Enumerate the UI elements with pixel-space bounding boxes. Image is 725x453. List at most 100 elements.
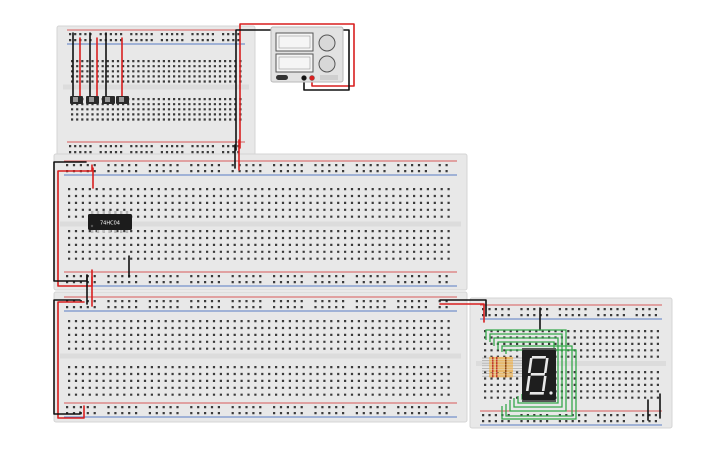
wire-bottom-to-right-black[interactable] [439,299,487,317]
switch-toggle-4[interactable] [119,97,124,102]
resistor-band [505,359,507,362]
hole-row [71,75,242,78]
wire-segment-2[interactable] [489,333,563,408]
hole-row [71,108,242,111]
resistor-band [496,356,498,360]
breadboard-bottom[interactable] [53,291,468,423]
resistor-8[interactable] [489,375,513,378]
segment-a [531,356,546,359]
hole-row [68,320,450,323]
ic-pin [108,230,111,233]
wire-bottom-left-black[interactable] [53,299,81,415]
ic-pin [120,230,123,233]
current-knob[interactable] [318,55,336,73]
hole-row [68,188,450,191]
supply-terminal-negative[interactable] [301,75,307,81]
hole-row [71,113,242,116]
segment-g [530,373,545,376]
supply-display-voltage [275,32,314,52]
wire-segment-6[interactable] [501,349,577,420]
wire-bottom-left-red[interactable] [57,301,85,419]
resistor-5[interactable] [489,367,513,370]
ic-pin [96,230,100,233]
ic-body [88,214,132,230]
wire-segment-1[interactable] [485,329,567,412]
hole-row [68,194,450,198]
hole-row [71,70,242,73]
segment-d [529,392,544,395]
hole-row [68,340,450,343]
display-pins-bottom [522,400,556,402]
hole-row [71,80,242,83]
hole-row [71,118,242,121]
breadboard-top-left[interactable] [56,25,256,157]
ic-pin [114,211,117,214]
ic-pin [102,230,105,233]
resistor-band [492,362,494,365]
resistor-band [496,372,498,375]
hole-row [66,306,448,309]
hole-row [71,65,242,68]
switch-toggle-3[interactable] [105,97,110,102]
resistor-band [505,375,507,378]
ic-chip[interactable]: 74HC04 [88,211,132,233]
segment-e [525,376,531,391]
resistor-band [492,359,494,362]
hole-row [68,372,450,376]
center-channel [60,353,461,359]
hole-row [68,386,450,389]
resistor-band [492,356,494,360]
wire-supply-positive[interactable] [239,23,355,149]
power-button-icon[interactable] [276,75,288,80]
ic-pin1-marker [90,224,94,228]
ic-pin [102,211,105,214]
resistor-array[interactable] [482,356,522,378]
wire-supply-negative[interactable] [235,29,350,151]
resistor-band [492,372,494,375]
switch-toggle-1[interactable] [73,97,78,102]
resistor-1[interactable] [489,356,513,360]
supply-display-inner [278,56,311,70]
hole-row [68,236,450,240]
resistor-2[interactable] [489,359,513,362]
resistor-band [496,359,498,362]
segment-c [541,376,547,391]
hole-row [66,281,448,284]
segment-f [527,358,533,373]
ic-pin [91,211,94,214]
hole-row [68,208,450,211]
supply-terminal-positive[interactable] [309,75,315,81]
resistor-4[interactable] [489,364,513,367]
hole-row [68,379,450,382]
seven-segment-display[interactable] [522,348,556,402]
wire-segment-5[interactable] [501,345,573,417]
ic-pin [114,230,117,233]
hole-row [69,33,240,36]
power-supply[interactable] [270,26,344,83]
resistor-band [505,356,507,360]
resistor-6[interactable] [489,369,513,373]
wire-bottom-to-right-red[interactable] [439,303,485,323]
hole-row [66,170,448,173]
hole-row [68,366,450,369]
hole-row [68,215,450,218]
hole-row [66,164,448,167]
resistor-band [492,364,494,367]
resistor-band [492,375,494,378]
switch-toggle-2[interactable] [89,97,94,102]
hole-row [68,393,450,396]
hole-row [68,333,450,336]
resistor-7[interactable] [489,372,513,375]
wires [53,23,661,421]
wire-segment-3[interactable] [493,337,559,404]
ic-pin [125,211,129,214]
segment-b [543,358,549,373]
hole-row [68,257,450,260]
resistor-band [492,369,494,373]
voltage-knob[interactable] [318,34,336,52]
center-channel [476,361,666,366]
switch-array[interactable] [70,96,129,104]
hole-row [68,201,450,204]
resistor-3[interactable] [489,362,513,365]
